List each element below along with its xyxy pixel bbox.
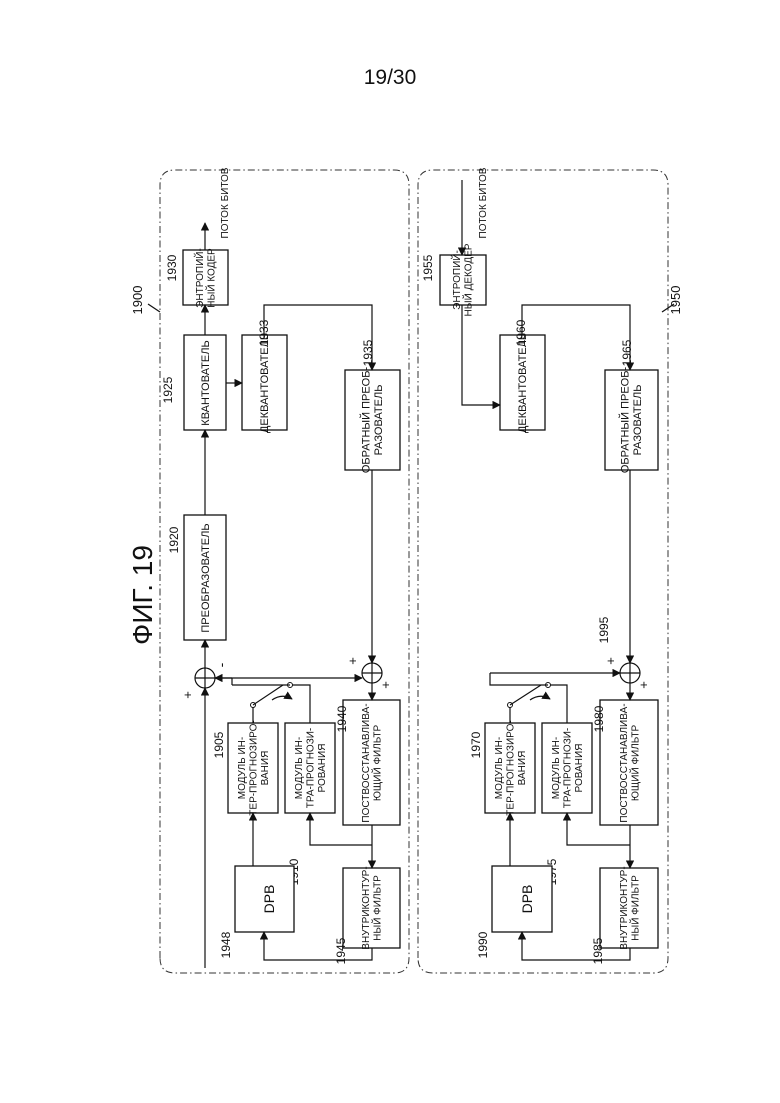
transformer-label: ПРЕОБРАЗОВАТЕЛЬ [200,523,212,632]
block-label-line: ОБРАТНЫЙ ПРЕОБ- [360,367,373,474]
block-label-line: МОДУЛЬ ИН- [237,737,248,799]
post-filter-block: ПОСТВОССТАНАВЛИВА-ЮЩИЙ ФИЛЬТР 1980 [592,700,658,825]
dpb-block: DPB 1948 [219,866,294,958]
block-label-line: DPB [261,885,277,914]
loop-filter-block: ВНУТРИКОНТУР-НЫЙ ФИЛЬТР 1985 [591,866,658,964]
dequantizer-label: ДЕКВАНТОВАТЕЛЬ [259,333,271,433]
svg-text:1965: 1965 [620,339,634,366]
inverse-transformer-block: ОБРАТНЫЙ ПРЕОБ-РАЗОВАТЕЛЬ 1965 [605,339,658,473]
dpb-block: DPB 1990 [476,866,552,958]
block-label-line: МОДУЛЬ ИН- [294,737,305,799]
inter-prediction-block: МОДУЛЬ ИН-ТЕР-ПРОГНОЗИРО-ВАНИЯ 1905 [212,720,278,815]
svg-text:+: + [345,657,360,665]
svg-text:+: + [378,681,393,689]
svg-text:1925: 1925 [161,376,175,403]
svg-text:1940: 1940 [335,705,349,732]
encoder-ref: 1900 [130,286,145,315]
svg-text:1930: 1930 [165,254,179,281]
block-label-line: РАЗОВАТЕЛЬ [373,385,385,456]
block-label-line: ТРА-ПРОГНОЗИ- [563,728,574,809]
block-label-line: ЭНТРОПИЙ- [450,250,463,310]
svg-text:ФИГ. 19: ФИГ. 19 [127,545,158,645]
block-label-line: ТЕР-ПРОГНОЗИРО- [249,720,260,815]
entropy-decoder-block: ЭНТРОПИЙ-НЫЙ ДЕКОДЕР 1955 [421,243,486,316]
entropy-coder-label: ЭНТРОПИЙ-НЫЙ КОДЕР [193,248,218,308]
intra-prediction-block: МОДУЛЬ ИН-ТРА-ПРОГНОЗИ-РОВАНИЯ 1910 [285,723,335,885]
block-label-line: ОБРАТНЫЙ ПРЕОБ- [619,367,632,474]
dequantizer-block: ДЕКВАНТОВАТЕЛЬ 1933 [242,319,287,433]
block-label-line: МОДУЛЬ ИН- [494,737,505,799]
block-label-line: ПОСТВОССТАНАВЛИВА- [361,703,372,822]
bitstream-label: ПОТОК БИТОВ [220,167,231,238]
intra-prediction-block: МОДУЛЬ ИН-ТРА-ПРОГНОЗИ-РОВАНИЯ 1975 [542,723,592,885]
block-label-line: ПРЕОБРАЗОВАТЕЛЬ [200,523,212,632]
block-label-line: КВАНТОВАТЕЛЬ [200,340,212,425]
block-label-line: ВНУТРИКОНТУР- [619,866,630,949]
svg-text:1970: 1970 [469,731,483,758]
entropy-coder-block: ЭНТРОПИЙ-НЫЙ КОДЕР 1930 [165,248,228,308]
svg-text:+: + [180,691,195,699]
block-label-line: ЮЩИЙ ФИЛЬТР [628,725,641,802]
block-label-line: ЮЩИЙ ФИЛЬТР [370,725,383,802]
block-label-line: МОДУЛЬ ИН- [551,737,562,799]
svg-text:1920: 1920 [167,526,181,553]
svg-text:1980: 1980 [592,705,606,732]
encoder-panel: 1900 МОДУЛЬ ИН-ТЕР-ПРОГНОЗИРО-ВАНИЯ 1905… [130,167,409,973]
block-label-line: ЭНТРОПИЙ- [193,248,206,308]
dpb-label: DPB [519,885,535,914]
block-label-line: ВАНИЯ [517,751,528,786]
block-label-line: ДЕКВАНТОВАТЕЛЬ [259,333,271,433]
loop-filter-block: ВНУТРИКОНТУР-НЫЙ ФИЛЬТР 1945 [334,866,400,964]
block-label-line: НЫЙ КОДЕР [204,248,217,308]
block-label-line: ТРА-ПРОГНОЗИ- [306,728,317,809]
svg-text:+: + [636,681,651,689]
quantizer-block: КВАНТОВАТЕЛЬ 1925 [161,335,226,430]
block-label-line: НЫЙ ФИЛЬТР [628,875,641,941]
post-filter-block: ПОСТВОССТАНАВЛИВА-ЮЩИЙ ФИЛЬТР 1940 [335,700,400,825]
svg-text:1955: 1955 [421,254,435,281]
block-label-line: НЫЙ ФИЛЬТР [370,875,383,941]
inter-prediction-block: МОДУЛЬ ИН-ТЕР-ПРОГНОЗИРО-ВАНИЯ 1970 [469,720,535,815]
svg-text:1905: 1905 [212,731,226,758]
decoder-ref: 1950 [668,286,683,315]
block-label-line: НЫЙ ДЕКОДЕР [461,243,474,316]
block-label-line: ВАНИЯ [260,751,271,786]
block-label-line: ТЕР-ПРОГНОЗИРО- [506,720,517,815]
quantizer-label: КВАНТОВАТЕЛЬ [200,340,212,425]
svg-text:-: - [213,662,229,667]
loop-filter-label: ВНУТРИКОНТУР-НЫЙ ФИЛЬТР [361,866,384,949]
adder-junction: + + [345,657,393,689]
bitstream-label: ПОТОК БИТОВ [478,167,489,238]
svg-text:1948: 1948 [219,931,233,958]
block-label-line: РАЗОВАТЕЛЬ [632,385,644,456]
loop-filter-label: ВНУТРИКОНТУР-НЫЙ ФИЛЬТР [619,866,642,949]
svg-text:1995: 1995 [597,616,611,643]
block-label-line: ДЕКВАНТОВАТЕЛЬ [517,333,529,433]
adder-junction: + + 1995 [597,616,651,688]
decoder-panel: 1950 ЭНТРОПИЙ-НЫЙ ДЕКОДЕР 1955 ДЕКВАНТОВ… [418,167,683,973]
dpb-label: DPB [261,885,277,914]
figure-title: ФИГ. 19 [127,545,158,645]
block-label-line: ПОСТВОССТАНАВЛИВА- [619,703,630,822]
svg-text:+: + [603,657,618,665]
block-label-line: РОВАНИЯ [317,744,328,793]
svg-text:1960: 1960 [514,319,528,346]
dequantizer-block: ДЕКВАНТОВАТЕЛЬ 1960 [500,319,545,433]
svg-text:1935: 1935 [361,339,375,366]
transformer-block: ПРЕОБРАЗОВАТЕЛЬ 1920 [167,515,226,640]
block-label-line: DPB [519,885,535,914]
svg-text:1990: 1990 [476,931,490,958]
block-label-line: РОВАНИЯ [574,744,585,793]
dequantizer-label: ДЕКВАНТОВАТЕЛЬ [517,333,529,433]
block-label-line: ВНУТРИКОНТУР- [361,866,372,949]
